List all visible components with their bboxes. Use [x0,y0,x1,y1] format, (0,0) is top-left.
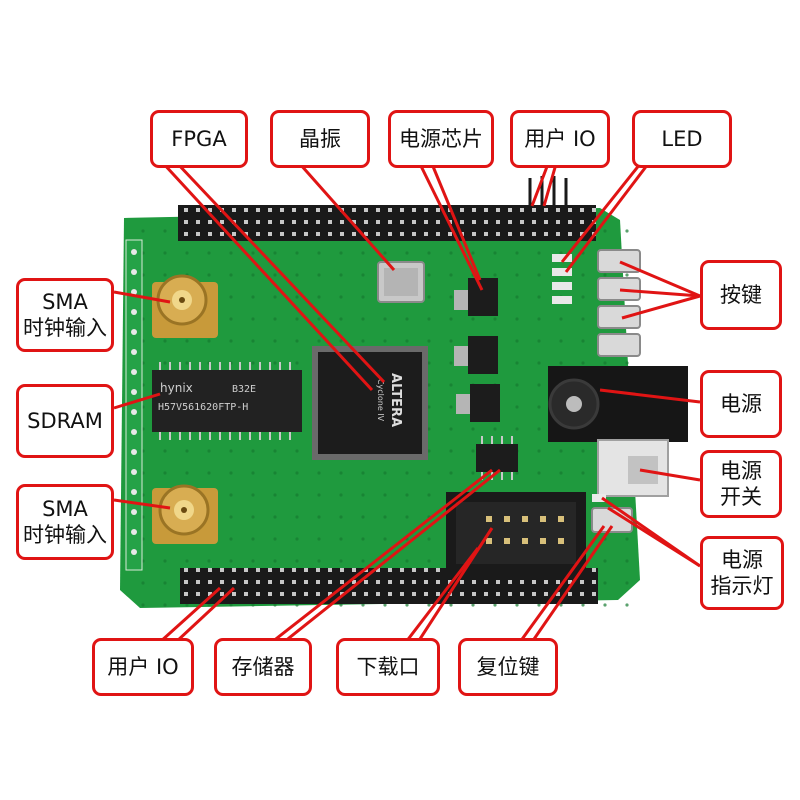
callout-power-switch: 电源 开关 [700,450,782,518]
callout-buttons-text: 按键 [720,283,762,307]
callout-power-led: 电源 指示灯 [700,536,784,610]
callout-power-switch-line1: 电源 [720,459,762,483]
callout-sma-top-line2: 时钟输入 [23,316,107,340]
callout-power-switch-line2: 开关 [720,485,762,509]
callout-user-io-bottom-text: 用户 IO [107,655,179,679]
callout-power-chip: 电源芯片 [388,110,494,168]
callout-fpga: FPGA [150,110,248,168]
callout-power-text: 电源 [720,392,762,416]
callout-sma-bottom-line2: 时钟输入 [23,523,107,547]
callout-fpga-text: FPGA [171,127,227,151]
callout-user-io-top-text: 用户 IO [524,127,596,151]
leader-lines [113,160,701,644]
sdram-code-text: B32E [232,384,256,395]
power-led [592,494,606,502]
top-pin-header [178,176,596,241]
power-switch [597,439,669,497]
crystal-oscillator [377,261,425,303]
push-buttons [597,249,641,357]
callout-sma-bottom-line1: SMA [42,497,88,521]
callout-memory-text: 存储器 [231,655,295,679]
callout-user-io-bottom: 用户 IO [92,638,194,696]
fpga-family-text: Cyclone IV [376,379,385,422]
callout-sdram: SDRAM [16,384,114,458]
led-indicators [552,254,572,304]
callout-sma-top-line1: SMA [42,290,88,314]
altera-logo-text: ALTERA [388,373,403,427]
callout-sma-top: SMA 时钟输入 [16,278,114,352]
callout-reset-key-text: 复位键 [476,655,540,679]
callout-memory: 存储器 [214,638,312,696]
callout-led-text: LED [661,127,703,151]
callout-sma-bottom: SMA 时钟输入 [16,484,114,560]
callout-download-port-text: 下载口 [356,655,420,679]
sdram-part-text: H57V561620FTP-H [158,402,248,413]
callout-sdram-text: SDRAM [27,409,103,433]
callout-buttons: 按键 [700,260,782,330]
fpga-chip: ALTERA Cyclone IV [312,346,428,460]
power-regulator-chips [454,278,500,422]
sdram-brand-text: hynix [160,381,193,395]
callout-power-led-line2: 指示灯 [710,574,774,598]
sdram-chip: hynix B32E H57V561620FTP-H [152,362,302,440]
sma-connector-bottom [152,484,218,544]
power-jack [548,366,688,442]
callout-crystal: 晶振 [270,110,370,168]
callout-user-io-top: 用户 IO [510,110,610,168]
callout-download-port: 下载口 [336,638,440,696]
memory-chip [476,436,518,480]
callout-power: 电源 [700,370,782,438]
callout-led: LED [632,110,732,168]
callout-power-led-line1: 电源 [721,548,763,572]
sma-connector-top [152,274,218,338]
callout-power-chip-text: 电源芯片 [399,127,483,151]
callout-reset-key: 复位键 [458,638,558,696]
callout-crystal-text: 晶振 [299,127,341,151]
